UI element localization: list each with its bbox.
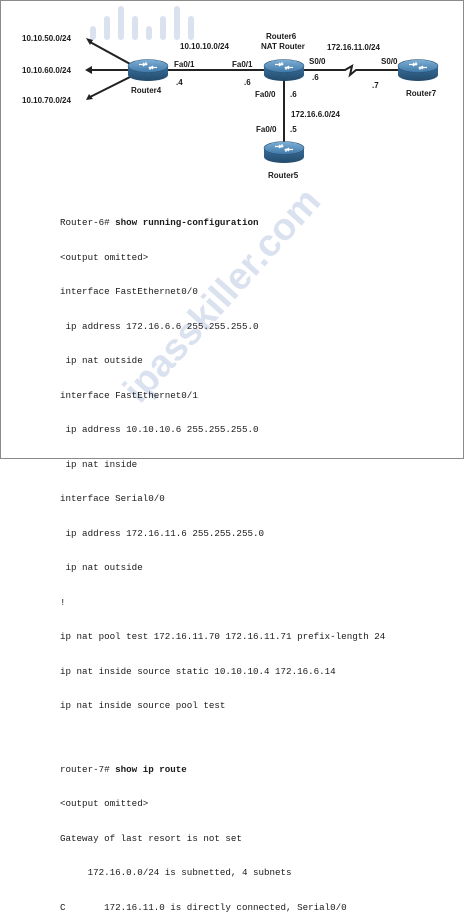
figure-frame (0, 0, 464, 459)
r5-host-label: .5 (290, 125, 297, 134)
watermark-logo (90, 6, 194, 40)
r6-output-line: ip address 10.10.10.6 255.255.255.0 (60, 424, 259, 435)
label-link-r6-r7: 172.16.11.0/24 (327, 43, 380, 52)
r7-output-line: C 172.16.11.0 is directly connected, Ser… (60, 901, 347, 913)
cli-output: Router-6# show running-configuration <ou… (60, 194, 385, 918)
router6-role: NAT Router (261, 42, 305, 51)
r7-output-line: Gateway of last resort is not set (60, 832, 242, 844)
r6-output-line: ! (60, 596, 66, 608)
label-lan3: 10.10.70.0/24 (22, 96, 71, 105)
r6-fa00-label: Fa0/0 (255, 90, 276, 99)
router5[interactable] (263, 140, 305, 164)
router4[interactable] (127, 58, 169, 82)
r6-s00-label: S0/0 (309, 57, 326, 66)
router6[interactable] (263, 58, 305, 82)
r6-command: show running-configuration (115, 217, 259, 228)
label-lan2: 10.10.60.0/24 (22, 66, 71, 75)
r7-prompt: router-7# (60, 763, 110, 775)
r7-output-line: <output omitted> (60, 798, 149, 809)
r6-output-line: ip nat outside (60, 562, 143, 573)
r6-output-line: ip nat outside (60, 355, 143, 366)
label-link-r4-r6: 10.10.10.0/24 (180, 42, 229, 51)
r6-s00-host-label: .6 (312, 73, 319, 82)
r6-output-line: ip nat inside (60, 458, 138, 470)
link-lan2 (85, 66, 128, 74)
r6-output-line: ip nat inside source pool test (60, 700, 226, 711)
r4-host-label: .4 (176, 78, 183, 87)
r6-command-line: Router-6# show running-configuration (60, 217, 385, 229)
r6-fa01-host-label: .6 (244, 78, 251, 87)
router7[interactable] (397, 58, 439, 82)
router7-name: Router7 (406, 89, 437, 98)
r6-output-line: ip address 172.16.11.6 255.255.255.0 (60, 527, 265, 539)
r6-output-line: interface FastEthernet0/1 (60, 389, 198, 401)
router5-name: Router5 (268, 171, 299, 180)
r7-s00-label: S0/0 (381, 57, 398, 66)
r6-output-line: interface FastEthernet0/0 (60, 286, 198, 297)
r6-fa01-label: Fa0/1 (232, 60, 253, 69)
r6-output-line: interface Serial0/0 (60, 493, 165, 504)
r6-output-line: <output omitted> (60, 251, 149, 263)
r6-output-line: ip nat pool test 172.16.11.70 172.16.11.… (60, 631, 386, 642)
router6-name: Router6 (266, 32, 297, 41)
router4-name: Router4 (131, 86, 162, 95)
link-r6-r7-serial (304, 64, 398, 78)
link-lan3 (86, 75, 133, 100)
label-lan1: 10.10.50.0/24 (22, 34, 71, 43)
r7-output-line: 172.16.0.0/24 is subnetted, 4 subnets (60, 867, 292, 878)
r6-fa00-host-label: .6 (290, 90, 297, 99)
r7-command: show ip route (115, 763, 187, 775)
link-lan1 (86, 38, 133, 66)
network-diagram: 10.10.50.0/24 10.10.60.0/24 10.10.70.0/2… (22, 6, 439, 411)
r6-prompt: Router-6# (60, 217, 110, 228)
r7-host-label: .7 (372, 81, 379, 90)
r5-fa00-label: Fa0/0 (256, 125, 277, 134)
r6-output-line: ip address 172.16.6.6 255.255.255.0 (60, 320, 259, 332)
r7-command-line: router-7# show ip route (60, 764, 385, 776)
section-gap (60, 735, 385, 741)
r6-output-line: ip nat inside source static 10.10.10.4 1… (60, 665, 336, 677)
label-link-r6-r5: 172.16.6.0/24 (291, 110, 340, 119)
r4-fa01-label: Fa0/1 (174, 60, 195, 69)
